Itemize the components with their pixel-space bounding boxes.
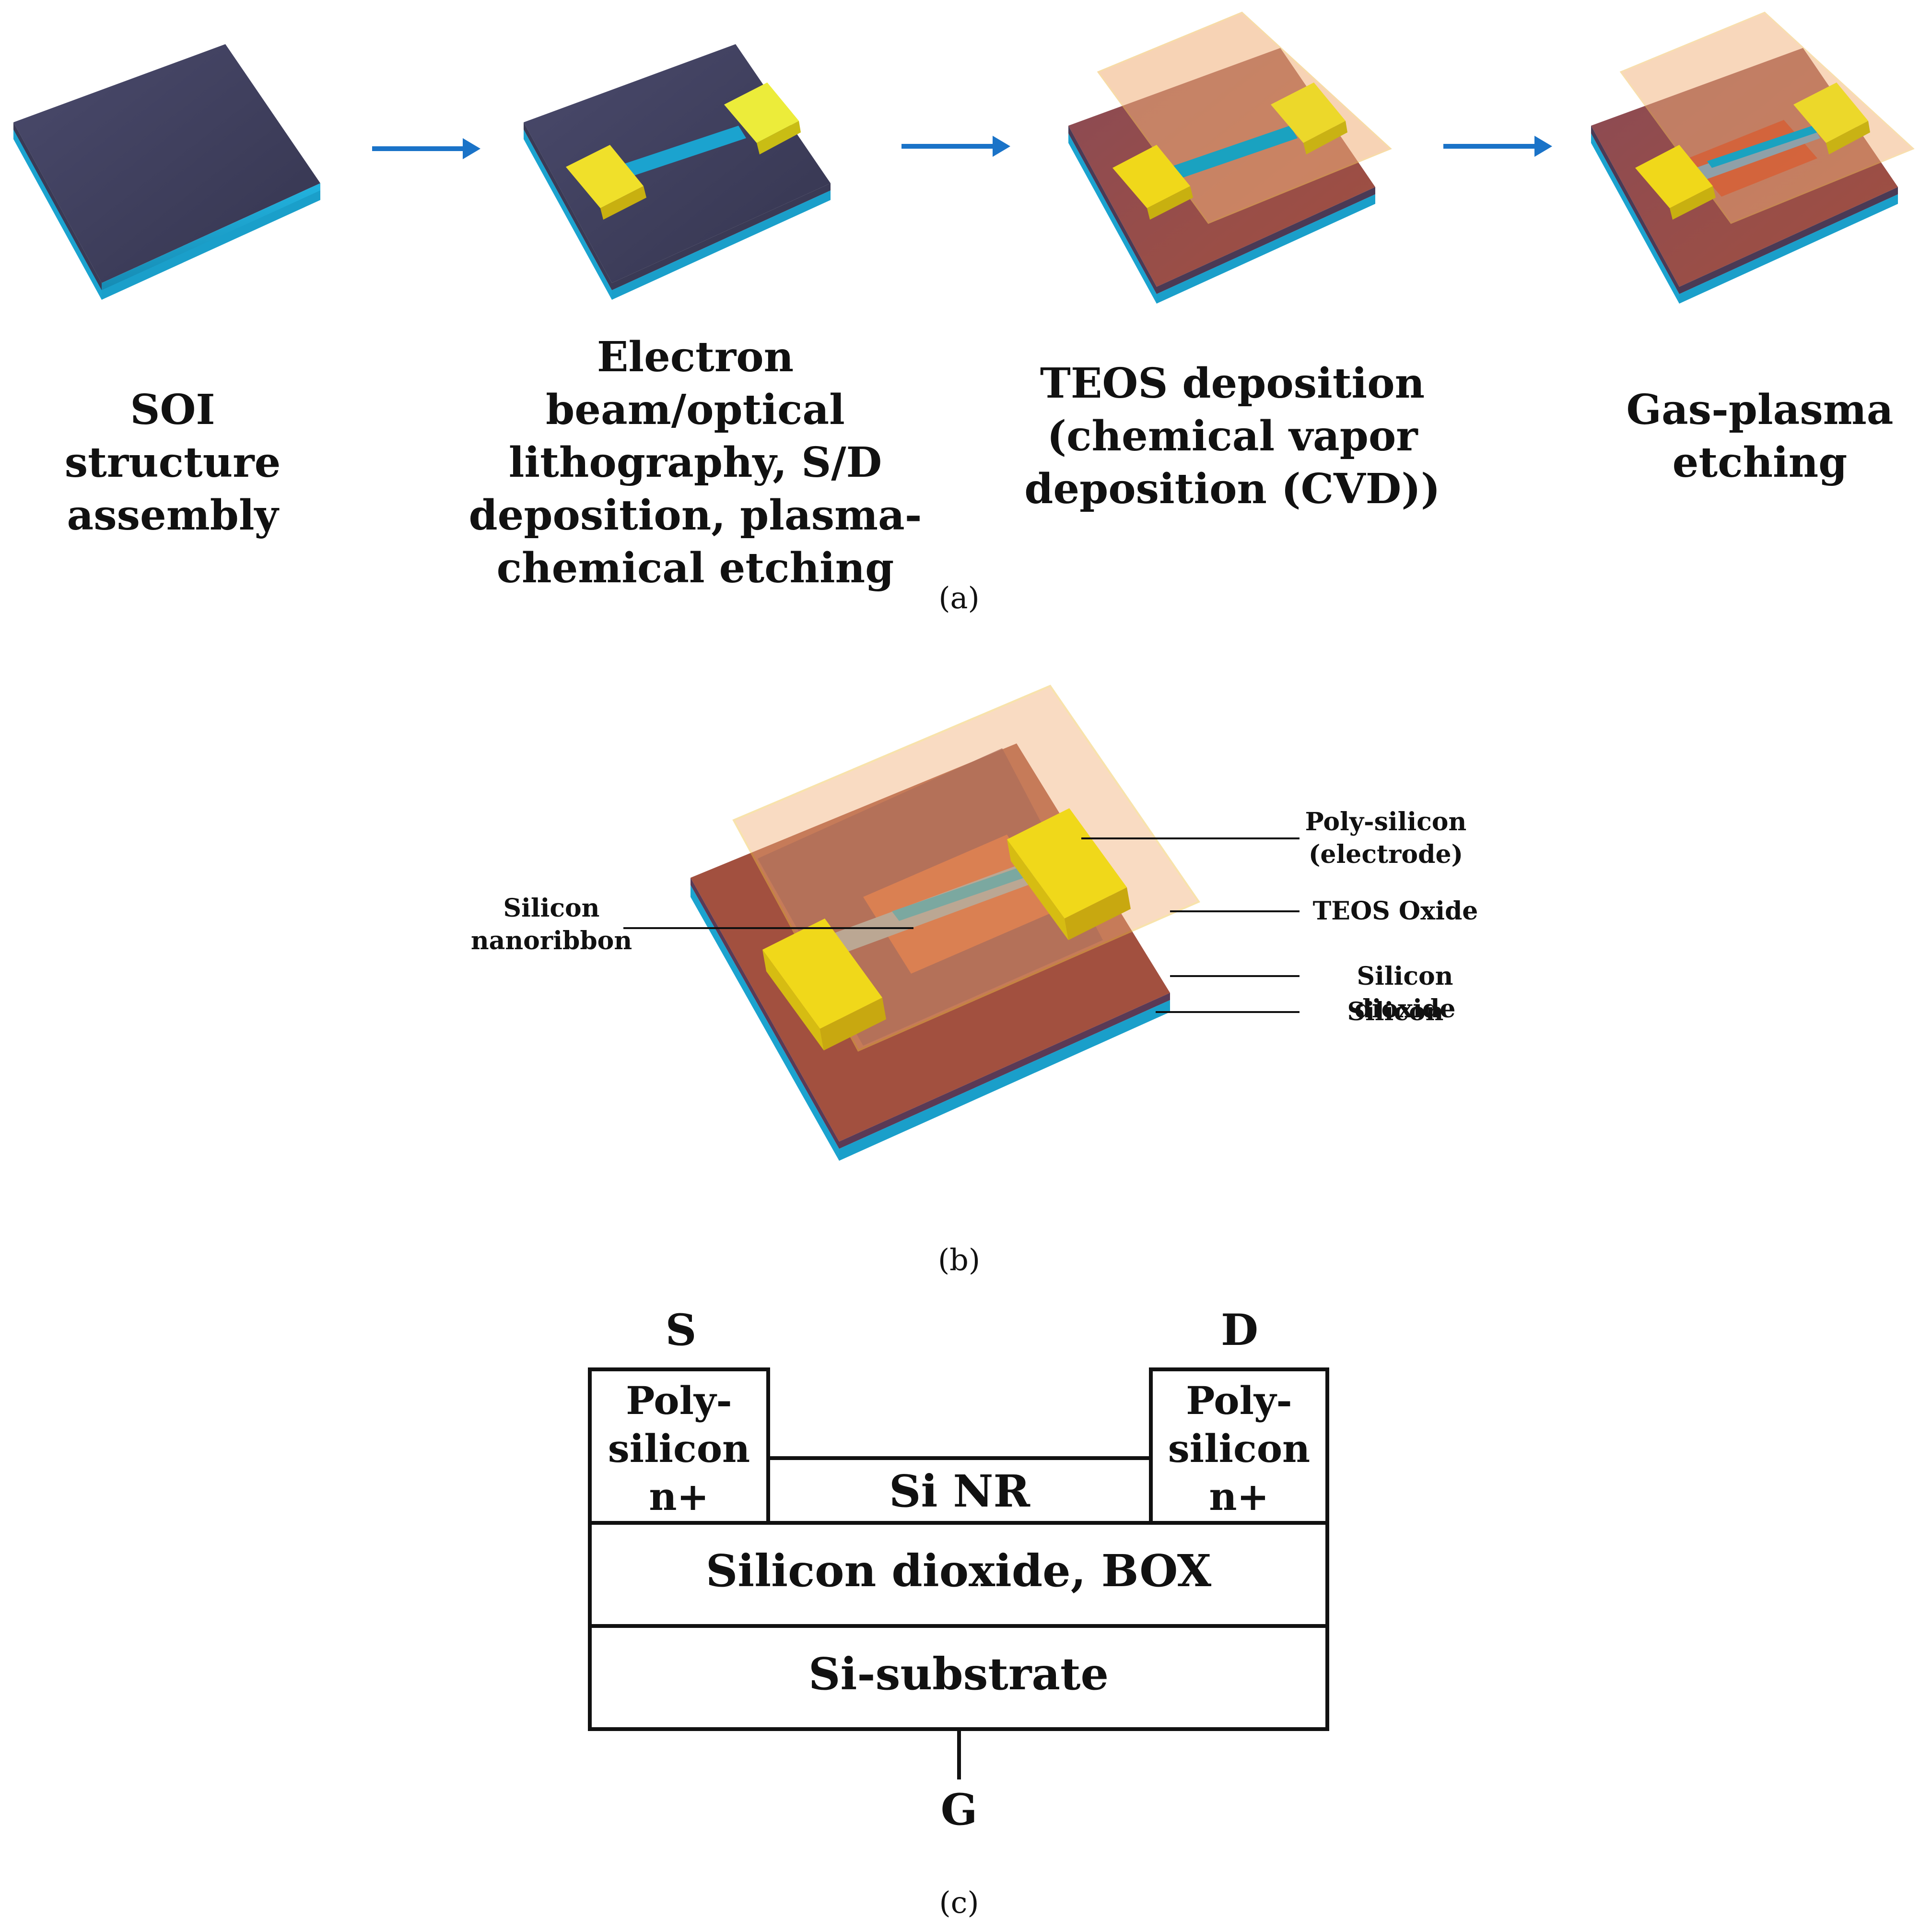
patterned-block bbox=[524, 44, 831, 300]
box-label: Silicon dioxide, BOX bbox=[705, 1545, 1212, 1597]
step-label-etching: Gas-plasma etching bbox=[1626, 386, 1894, 487]
source-label: S bbox=[665, 1305, 697, 1355]
panel-label-c: (c) bbox=[939, 1885, 979, 1920]
step-label-teos: TEOS deposition (chemical vapor depositi… bbox=[1024, 359, 1440, 513]
device-3d-model bbox=[691, 684, 1201, 1161]
poly-right-label: Poly- silicon n+ bbox=[1168, 1378, 1311, 1519]
panel-label-b: (b) bbox=[937, 1242, 981, 1277]
callout-silicon-dioxide: Silicon dioxide bbox=[1354, 962, 1456, 1024]
process-arrow-2 bbox=[901, 136, 1010, 157]
panel-a-graphics bbox=[13, 12, 1915, 304]
callout-teos-oxide: TEOS Oxide bbox=[1312, 896, 1478, 926]
soi-block bbox=[13, 44, 320, 300]
gate-label: G bbox=[940, 1784, 978, 1835]
si-nr-label: Si NR bbox=[889, 1465, 1030, 1517]
step-label-lithography: Electron beam/optical lithography, S/D d… bbox=[468, 333, 922, 592]
process-arrow-1 bbox=[372, 138, 480, 159]
substrate-label: Si-substrate bbox=[808, 1648, 1109, 1700]
callout-poly-silicon: Poly-silicon (electrode) bbox=[1305, 807, 1467, 869]
process-arrow-3 bbox=[1443, 136, 1552, 157]
callout-silicon-nanoribbon: Silicon nanoribbon bbox=[470, 894, 632, 955]
step-label-soi: SOI structure assembly bbox=[64, 386, 281, 540]
panel-label-a: (a) bbox=[938, 580, 980, 615]
drain-label: D bbox=[1220, 1305, 1259, 1355]
etched-block bbox=[1591, 12, 1915, 304]
teos-block bbox=[1068, 12, 1392, 304]
poly-left-label: Poly- silicon n+ bbox=[608, 1378, 750, 1519]
callout-silicon: Silicon bbox=[1347, 997, 1444, 1026]
